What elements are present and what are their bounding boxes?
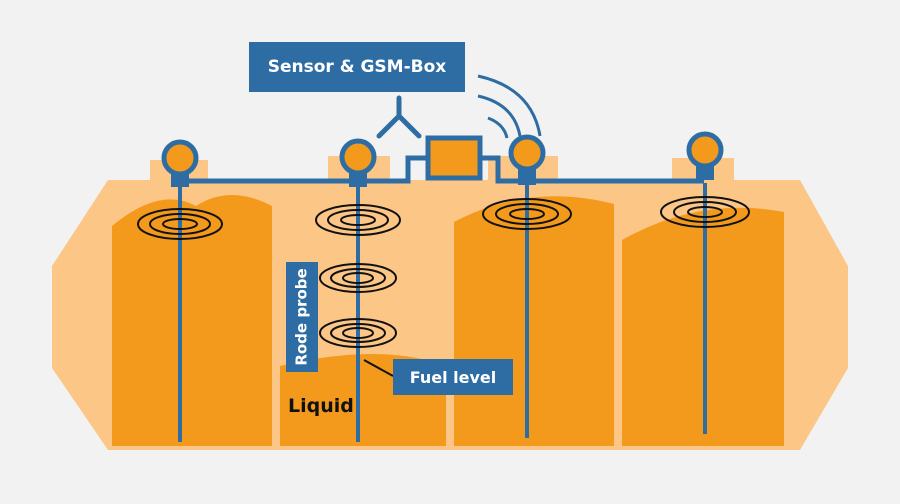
cable-segment-2 bbox=[358, 155, 428, 184]
fuel-level-pointer bbox=[363, 359, 394, 377]
liquid-label: Liquid bbox=[288, 395, 354, 417]
signal-ring-icon bbox=[315, 204, 401, 236]
liquid-compartment-1 bbox=[112, 195, 272, 446]
signal-ring-icon bbox=[319, 263, 397, 293]
signal-rings bbox=[137, 196, 750, 348]
sensor-head-icon bbox=[508, 134, 546, 185]
sensor-gsm-box-text: Sensor & GSM-Box bbox=[267, 57, 447, 77]
signal-ring-icon bbox=[137, 208, 223, 240]
liquid-compartment-3 bbox=[454, 196, 614, 446]
sensor-cable bbox=[180, 155, 704, 184]
rod-probe-text: Rode probe bbox=[293, 268, 311, 366]
cable-segment-3 bbox=[480, 155, 525, 184]
signal-ring-icon bbox=[319, 318, 397, 348]
signal-ring-icon bbox=[482, 198, 572, 230]
signal-ring-icon bbox=[660, 196, 750, 228]
fuel-level-text: Fuel level bbox=[409, 367, 497, 387]
sensor-head-icon bbox=[686, 131, 724, 180]
rod-probe-label: Rode probe bbox=[286, 262, 318, 372]
sensor-head-icon bbox=[161, 139, 199, 187]
wireless-signal-icon bbox=[477, 74, 542, 139]
sensor-head-icon bbox=[339, 138, 377, 187]
sensor-heads bbox=[161, 131, 724, 187]
gsm-box bbox=[425, 135, 483, 181]
fuel-level-label: Fuel level bbox=[393, 359, 513, 395]
probe-rods bbox=[178, 183, 707, 442]
antenna-icon bbox=[376, 95, 422, 139]
sensor-gsm-box-label: Sensor & GSM-Box bbox=[249, 42, 465, 92]
